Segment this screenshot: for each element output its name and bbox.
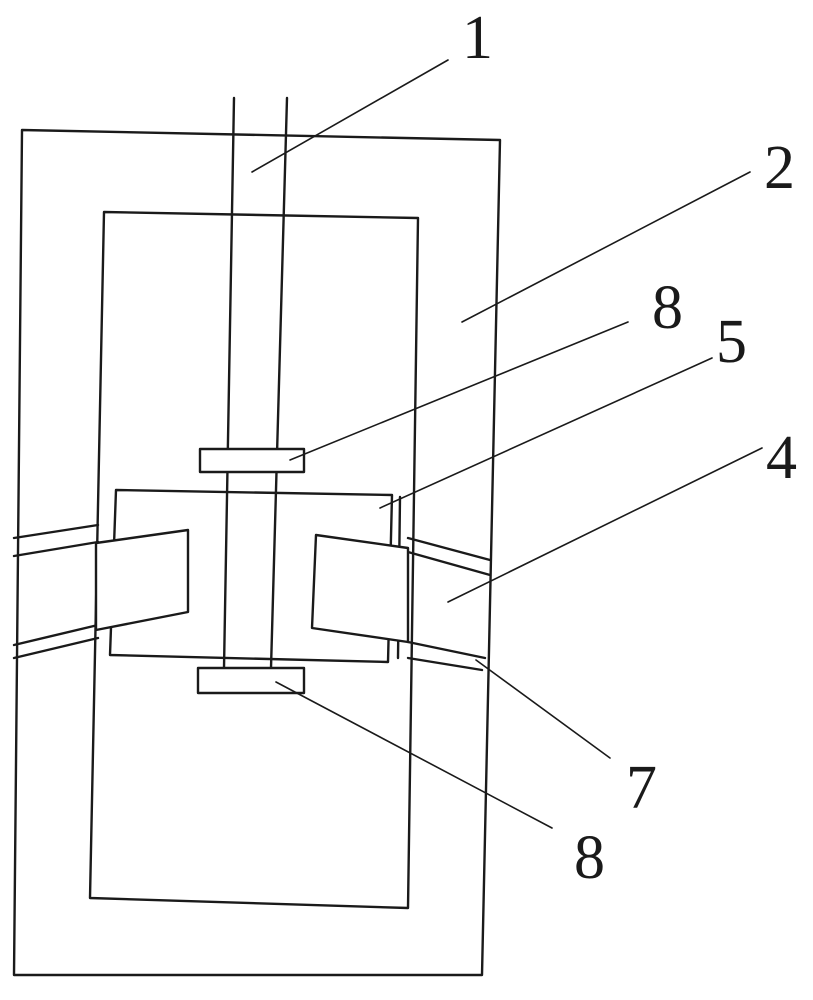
strip-left (14, 525, 98, 658)
leader-upper-collar (290, 322, 628, 460)
leader-outer-frame (462, 172, 750, 322)
leader-center-block (380, 358, 712, 508)
label-center-block: 5 (716, 308, 747, 376)
label-strip: 7 (626, 754, 657, 822)
side-plate-right (312, 535, 408, 642)
upper-collar (200, 449, 304, 472)
strip-right (408, 538, 490, 670)
label-lower-collar: 8 (574, 824, 605, 892)
leader-lower-collar (276, 682, 552, 828)
side-plate-left (96, 530, 188, 630)
leader-strip (476, 660, 610, 758)
label-outer-frame: 2 (764, 134, 795, 202)
leader-side-plate (448, 448, 762, 602)
leader-lines (252, 60, 762, 828)
label-upper-collar: 8 (652, 274, 683, 342)
leader-rod (252, 60, 448, 172)
label-rod: 1 (462, 4, 493, 72)
label-side-plate: 4 (766, 424, 797, 492)
